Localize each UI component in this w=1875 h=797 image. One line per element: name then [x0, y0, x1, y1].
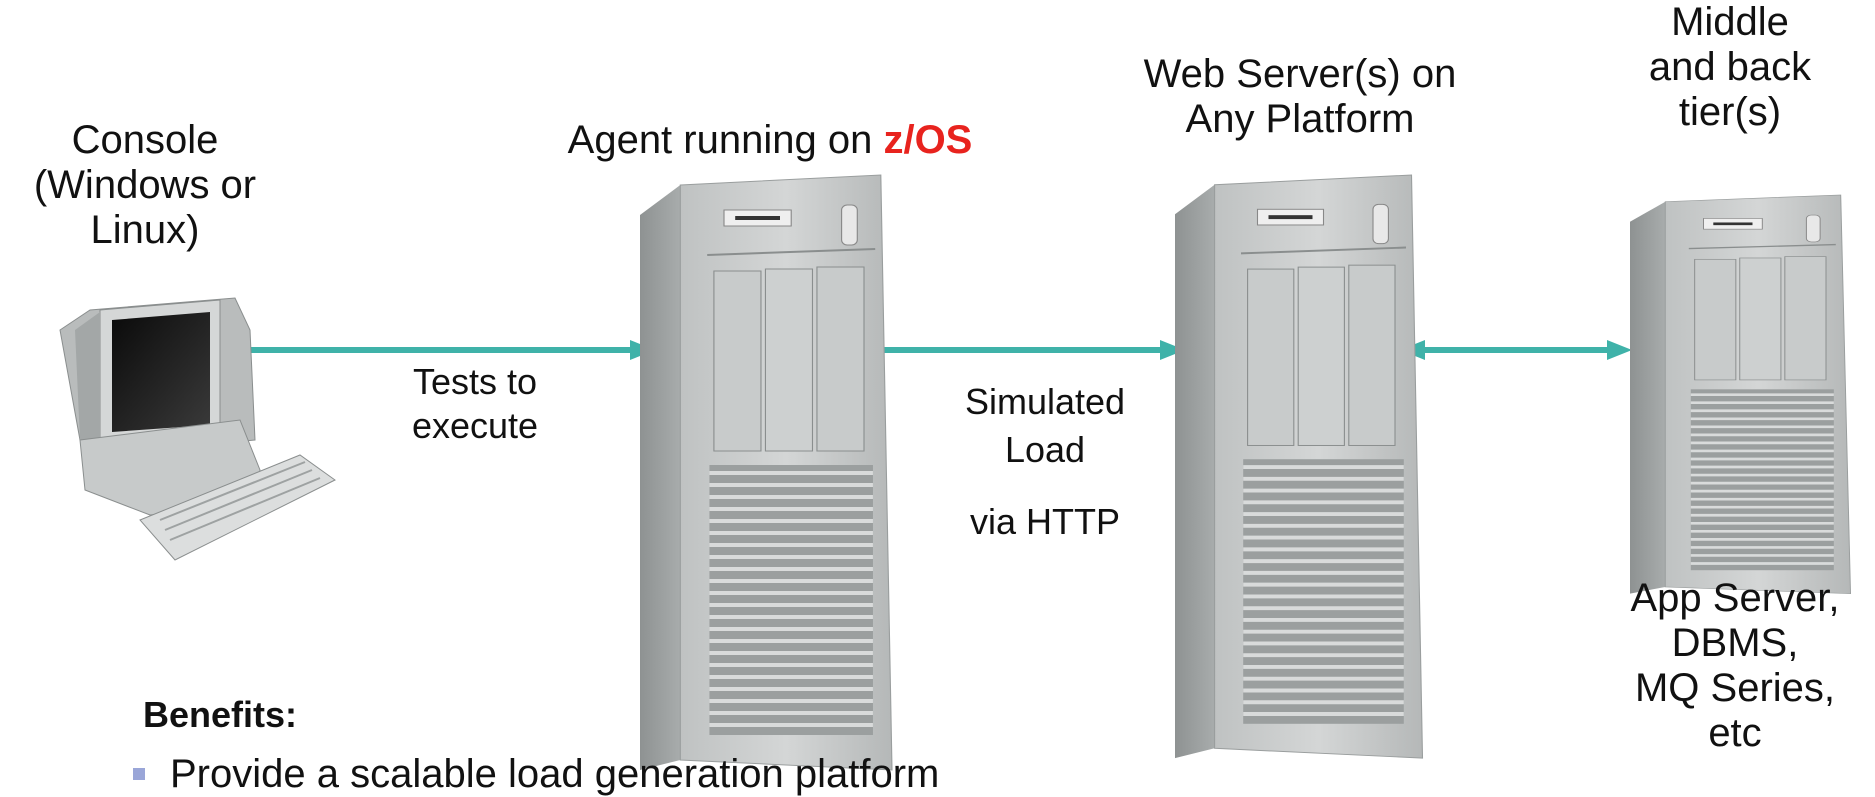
- console-label: Console (Windows or Linux): [33, 118, 257, 252]
- desktop-computer-icon: [59, 297, 336, 561]
- tower-server-icon: [1628, 193, 1853, 596]
- tower-server-icon: [1175, 175, 1423, 758]
- arrow-agent-to-web: [878, 340, 1185, 360]
- web-server-label: Web Server(s) on Any Platform: [1143, 52, 1457, 141]
- arrow-console-to-agent: [222, 340, 655, 360]
- agent-os-highlight: z/OS: [883, 118, 973, 162]
- middle-back-tier-label: Middle and back tier(s): [1648, 0, 1812, 134]
- agent-label-text: Agent running on: [567, 118, 884, 162]
- benefits-heading: Benefits:: [143, 694, 298, 735]
- tests-to-execute-label: Tests to execute: [411, 361, 539, 446]
- arrow-web-to-tiers-bidirectional: [1400, 340, 1632, 360]
- via-http-label: via HTTP: [969, 501, 1120, 542]
- benefit-list-item: Provide a scalable load generation platf…: [170, 752, 940, 796]
- simulated-load-label: Simulated Load: [964, 381, 1126, 470]
- agent-label: Agent running on z/OS: [500, 118, 1040, 163]
- bullet-marker: [133, 768, 145, 780]
- app-server-label: App Server, DBMS, MQ Series, etc: [1630, 576, 1840, 755]
- tower-server-icon: [640, 175, 892, 770]
